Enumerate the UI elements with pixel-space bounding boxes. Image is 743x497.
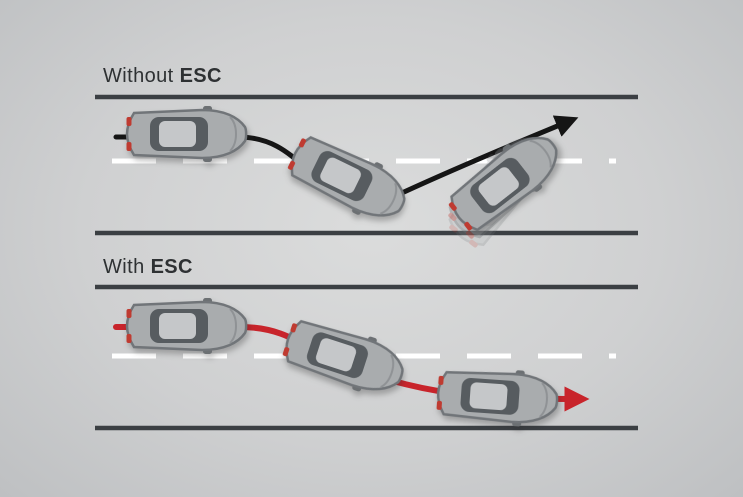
with-esc-section: With ESC <box>95 256 638 431</box>
with-esc-title-regular: With <box>103 256 151 278</box>
without-esc-section: Without ESC <box>95 65 638 257</box>
with-esc-title: With ESC <box>103 256 193 278</box>
without-esc-title-regular: Without <box>103 65 180 87</box>
without-esc-title-bold: ESC <box>180 65 222 87</box>
car-with-esc-straight <box>125 296 248 356</box>
car-with-esc-stable <box>434 363 561 431</box>
without-esc-title: Without ESC <box>103 65 222 87</box>
with-esc-title-bold: ESC <box>151 256 193 278</box>
car-without-esc-straight <box>125 104 248 164</box>
car-without-esc-skidding <box>281 126 416 232</box>
car-with-esc-correcting <box>277 311 412 404</box>
